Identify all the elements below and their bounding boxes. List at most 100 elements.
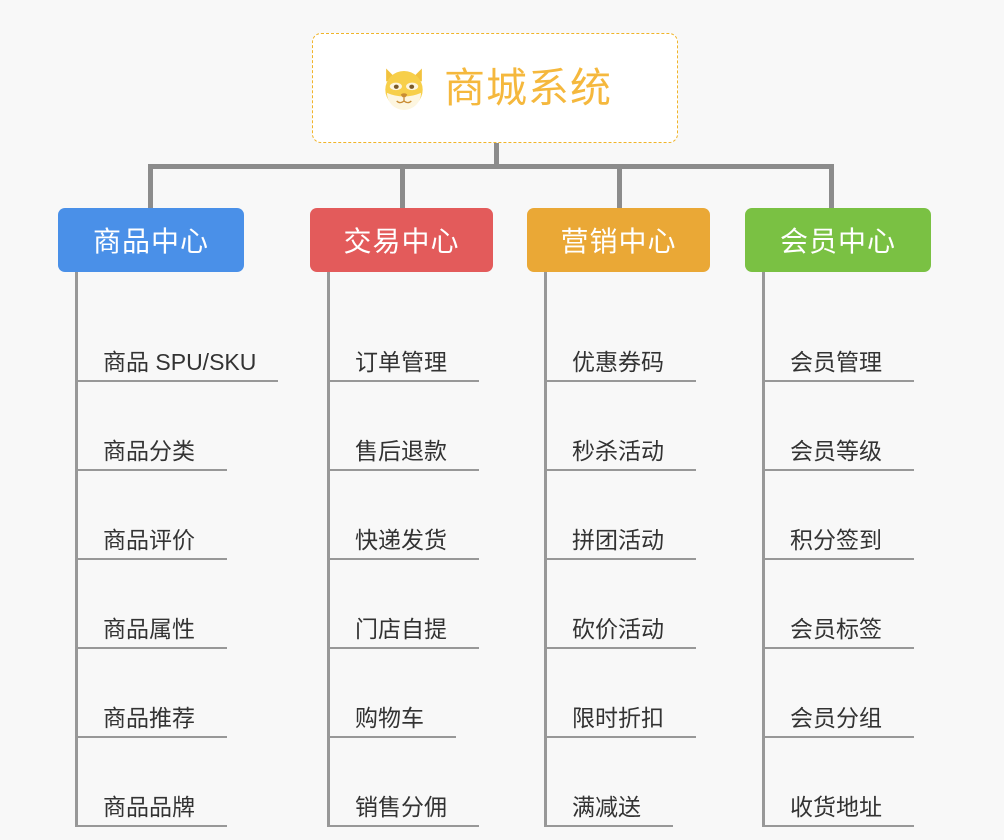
branch-drop-connector-1 <box>400 164 405 209</box>
leaf-item[interactable]: 会员标签 <box>745 560 975 649</box>
leaf-label: 会员管理 <box>790 349 882 375</box>
leaf-label: 会员等级 <box>790 438 882 464</box>
branch-column-member: 会员中心 会员管理 会员等级 积分签到 会员标签 会员分组 <box>745 208 975 827</box>
leaf-label: 优惠券码 <box>572 349 664 375</box>
leaf-item[interactable]: 会员等级 <box>745 382 975 471</box>
leaf-rule <box>544 825 673 827</box>
branch-busbar-connector <box>148 164 834 169</box>
leaf-item[interactable]: 销售分佣 <box>310 738 540 827</box>
leaf-rule <box>762 647 914 649</box>
leaf-rule <box>327 736 456 738</box>
branch-spine <box>544 272 547 827</box>
leaf-label: 砍价活动 <box>572 616 664 642</box>
branch-header-label: 交易中心 <box>343 226 460 257</box>
leaf-label: 秒杀活动 <box>572 438 664 464</box>
leaf-rule <box>762 736 914 738</box>
leaf-rule <box>75 825 227 827</box>
leaf-rule <box>327 647 479 649</box>
leaf-rule <box>327 825 479 827</box>
leaf-rule <box>762 469 914 471</box>
branch-header-marketing[interactable]: 营销中心 <box>527 208 710 272</box>
leaf-label: 商品品牌 <box>103 794 195 820</box>
leaf-item[interactable]: 快递发货 <box>310 471 540 560</box>
leaf-item[interactable]: 商品分类 <box>58 382 288 471</box>
leaf-label: 购物车 <box>355 705 424 731</box>
leaf-rule <box>75 380 278 382</box>
leaf-rule <box>75 558 227 560</box>
leaf-item[interactable]: 商品品牌 <box>58 738 288 827</box>
leaf-item[interactable]: 秒杀活动 <box>527 382 757 471</box>
branch-header-label: 会员中心 <box>779 226 896 257</box>
leaf-item[interactable]: 拼团活动 <box>527 471 757 560</box>
leaf-label: 会员标签 <box>790 616 882 642</box>
root-title: 商城系统 <box>444 64 612 111</box>
branch-drop-connector-2 <box>617 164 622 209</box>
branch-header-commodity[interactable]: 商品中心 <box>58 208 244 272</box>
leaf-rule <box>75 647 227 649</box>
leaf-label: 满减送 <box>572 794 641 820</box>
leaf-label: 积分签到 <box>790 527 882 553</box>
branch-column-trade: 交易中心 订单管理 售后退款 快递发货 门店自提 购物车 <box>310 208 540 827</box>
branch-children-member: 会员管理 会员等级 积分签到 会员标签 会员分组 收货地址 <box>745 272 975 827</box>
branch-header-member[interactable]: 会员中心 <box>745 208 931 272</box>
leaf-item[interactable]: 优惠券码 <box>527 293 757 382</box>
branch-spine <box>327 272 330 827</box>
leaf-rule <box>544 469 696 471</box>
leaf-item[interactable]: 商品属性 <box>58 560 288 649</box>
leaf-item[interactable]: 积分签到 <box>745 471 975 560</box>
leaf-label: 商品属性 <box>103 616 195 642</box>
leaf-label: 收货地址 <box>790 794 882 820</box>
leaf-item[interactable]: 限时折扣 <box>527 649 757 738</box>
leaf-rule <box>544 558 696 560</box>
root-node[interactable]: 商城系统 <box>312 33 678 143</box>
leaf-label: 商品分类 <box>103 438 195 464</box>
leaf-item[interactable]: 订单管理 <box>310 293 540 382</box>
leaf-label: 商品推荐 <box>103 705 195 731</box>
leaf-rule <box>544 736 696 738</box>
leaf-rule <box>544 647 696 649</box>
leaf-item[interactable]: 门店自提 <box>310 560 540 649</box>
leaf-label: 快递发货 <box>355 527 447 553</box>
branch-header-label: 营销中心 <box>560 226 677 257</box>
branch-drop-connector-3 <box>829 164 834 209</box>
leaf-rule <box>762 558 914 560</box>
leaf-rule <box>327 558 479 560</box>
leaf-item[interactable]: 商品 SPU/SKU <box>58 293 288 382</box>
leaf-item[interactable]: 售后退款 <box>310 382 540 471</box>
leaf-rule <box>762 825 914 827</box>
leaf-rule <box>327 469 479 471</box>
leaf-rule <box>544 380 696 382</box>
leaf-rule <box>75 736 227 738</box>
dog-face-icon <box>385 68 423 110</box>
leaf-label: 销售分佣 <box>355 794 447 820</box>
leaf-label: 商品 SPU/SKU <box>103 349 257 375</box>
leaf-item[interactable]: 购物车 <box>310 649 540 738</box>
leaf-item[interactable]: 商品推荐 <box>58 649 288 738</box>
leaf-label: 门店自提 <box>355 616 447 642</box>
leaf-item[interactable]: 会员管理 <box>745 293 975 382</box>
leaf-label: 售后退款 <box>355 438 447 464</box>
root-trunk-connector <box>494 143 499 169</box>
branch-column-marketing: 营销中心 优惠券码 秒杀活动 拼团活动 砍价活动 限时折扣 <box>527 208 757 827</box>
branch-header-label: 商品中心 <box>92 226 209 257</box>
leaf-item[interactable]: 商品评价 <box>58 471 288 560</box>
leaf-label: 拼团活动 <box>572 527 664 553</box>
leaf-item[interactable]: 满减送 <box>527 738 757 827</box>
leaf-label: 限时折扣 <box>572 705 664 731</box>
leaf-label: 商品评价 <box>103 527 195 553</box>
branch-column-commodity: 商品中心 商品 SPU/SKU 商品分类 商品评价 商品属性 商品推荐 <box>58 208 288 827</box>
leaf-item[interactable]: 会员分组 <box>745 649 975 738</box>
branch-spine <box>75 272 78 827</box>
leaf-item[interactable]: 砍价活动 <box>527 560 757 649</box>
leaf-label: 订单管理 <box>355 349 447 375</box>
branch-children-marketing: 优惠券码 秒杀活动 拼团活动 砍价活动 限时折扣 满减送 <box>527 272 757 827</box>
branch-drop-connector-0 <box>148 164 153 209</box>
leaf-label: 会员分组 <box>790 705 882 731</box>
leaf-rule <box>762 380 914 382</box>
leaf-rule <box>327 380 479 382</box>
leaf-item[interactable]: 收货地址 <box>745 738 975 827</box>
branch-children-trade: 订单管理 售后退款 快递发货 门店自提 购物车 销售分佣 <box>310 272 540 827</box>
branch-spine <box>762 272 765 827</box>
branch-header-trade[interactable]: 交易中心 <box>310 208 493 272</box>
